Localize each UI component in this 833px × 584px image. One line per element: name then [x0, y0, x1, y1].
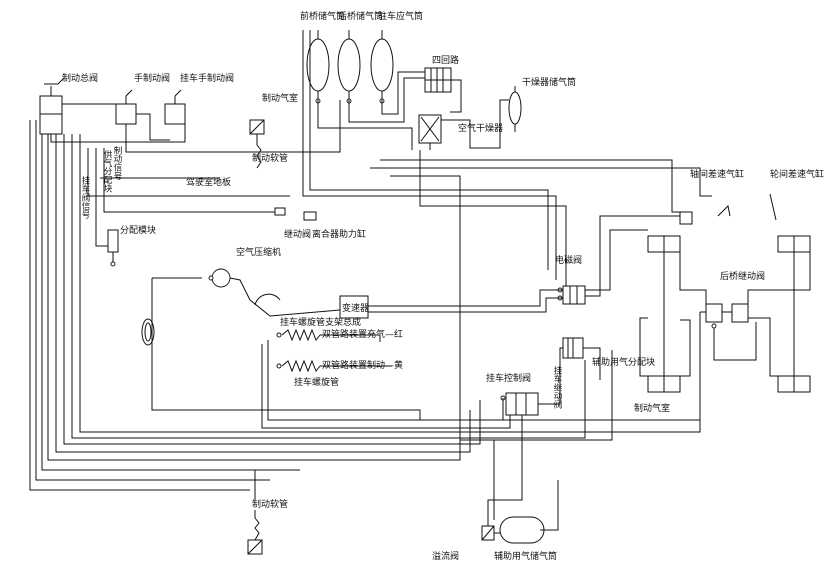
brake-hose-bottom-label: 制动软管	[252, 500, 289, 510]
dual-circuit-yellow-label: 双管路装置制动—黄	[322, 361, 404, 371]
air-dryer-label: 空气干燥器	[458, 124, 504, 134]
pipe-network	[29, 30, 811, 531]
aux-air-tank-label: 辅助用气储气筒	[494, 552, 558, 562]
dryer-tank-label: 干燥器储气筒	[522, 78, 577, 88]
distribution-block	[107, 229, 119, 267]
wheel-diff-cylinder-label: 轮间差速气缸	[770, 170, 825, 180]
clutch-booster	[271, 207, 317, 221]
trailer-coil-red	[276, 328, 321, 342]
aux-air-tank	[481, 516, 545, 544]
hand-brake-valve	[115, 89, 137, 125]
brake-valve	[39, 77, 65, 135]
compressor-label: 空气压缩机	[236, 248, 282, 258]
brake-signal-label: 制动信号	[112, 146, 122, 180]
parking-tank-label: 驻车应气筒	[378, 12, 424, 22]
brake-chamber-bottom	[247, 510, 263, 555]
four-circuit-valve-label: 四回路	[432, 56, 460, 66]
relay-valve-small-label: 继动阀	[284, 230, 312, 240]
dual-circuit-red-label: 双管路装置充气—红	[322, 330, 404, 340]
solenoid-valve-block	[557, 285, 586, 305]
distribution-block-label: 分配模块	[120, 226, 157, 236]
transmission-box	[339, 295, 369, 319]
trailer-coil-support-label: 挂车螺旋管支架总成	[280, 318, 362, 328]
clutch-booster-label: 离合器助力缸	[312, 230, 367, 240]
solenoid-valve-label: 电磁阀	[555, 256, 583, 266]
supply-block-label: 供气分配块	[102, 150, 112, 193]
brake-hose-top-label: 制动软管	[252, 154, 289, 164]
air-dryer	[418, 114, 442, 150]
aux-dist-block	[562, 337, 584, 359]
brake-valve-label: 制动总阀	[62, 74, 99, 84]
brake-chamber-right-label: 制动气室	[634, 404, 671, 414]
aux-dist-block-label: 辅助用气分配块	[592, 358, 656, 368]
cab-floor-label: 驾驶室地板	[186, 178, 232, 188]
transmission-label: 变速器	[342, 304, 370, 314]
dryer-tank	[508, 86, 522, 132]
front-axle-tank-label: 前桥储气筒	[300, 12, 346, 22]
rear-axle-tank	[337, 30, 361, 104]
trailer-control-valve	[500, 392, 539, 416]
right-chambers	[647, 235, 811, 393]
diff-cylinders	[679, 193, 777, 225]
brake-chamber-top	[249, 119, 265, 169]
trailer-hand-valve-label: 挂车手制动阀	[180, 74, 235, 84]
coil-left	[141, 318, 155, 346]
four-circuit-valve	[424, 67, 452, 93]
compressor	[208, 268, 281, 306]
brake-chamber-top-label: 制动气室	[262, 94, 299, 104]
rear-relay-valve	[705, 303, 749, 329]
trailer-coil-yellow	[276, 359, 321, 373]
drain-valve-label: 溢流阀	[432, 552, 460, 562]
trailer-coil-label: 挂车螺旋管	[294, 378, 340, 388]
relay-valve-vertical-label: 挂车继动阀	[552, 366, 562, 409]
parking-tank	[370, 30, 394, 104]
rear-relay-valve-label: 后桥继动阀	[720, 272, 766, 282]
trailer-control-valve-label: 挂车控制阀	[486, 374, 532, 384]
aux-tank-right-label: 轴间差速气缸	[690, 170, 745, 180]
rear-axle-tank-label: 后桥储气筒	[338, 12, 384, 22]
trailer-valve-signal-label: 挂车阀信号	[80, 176, 90, 219]
trailer-hand-valve	[164, 89, 186, 125]
hand-brake-valve-label: 手制动阀	[134, 74, 171, 84]
